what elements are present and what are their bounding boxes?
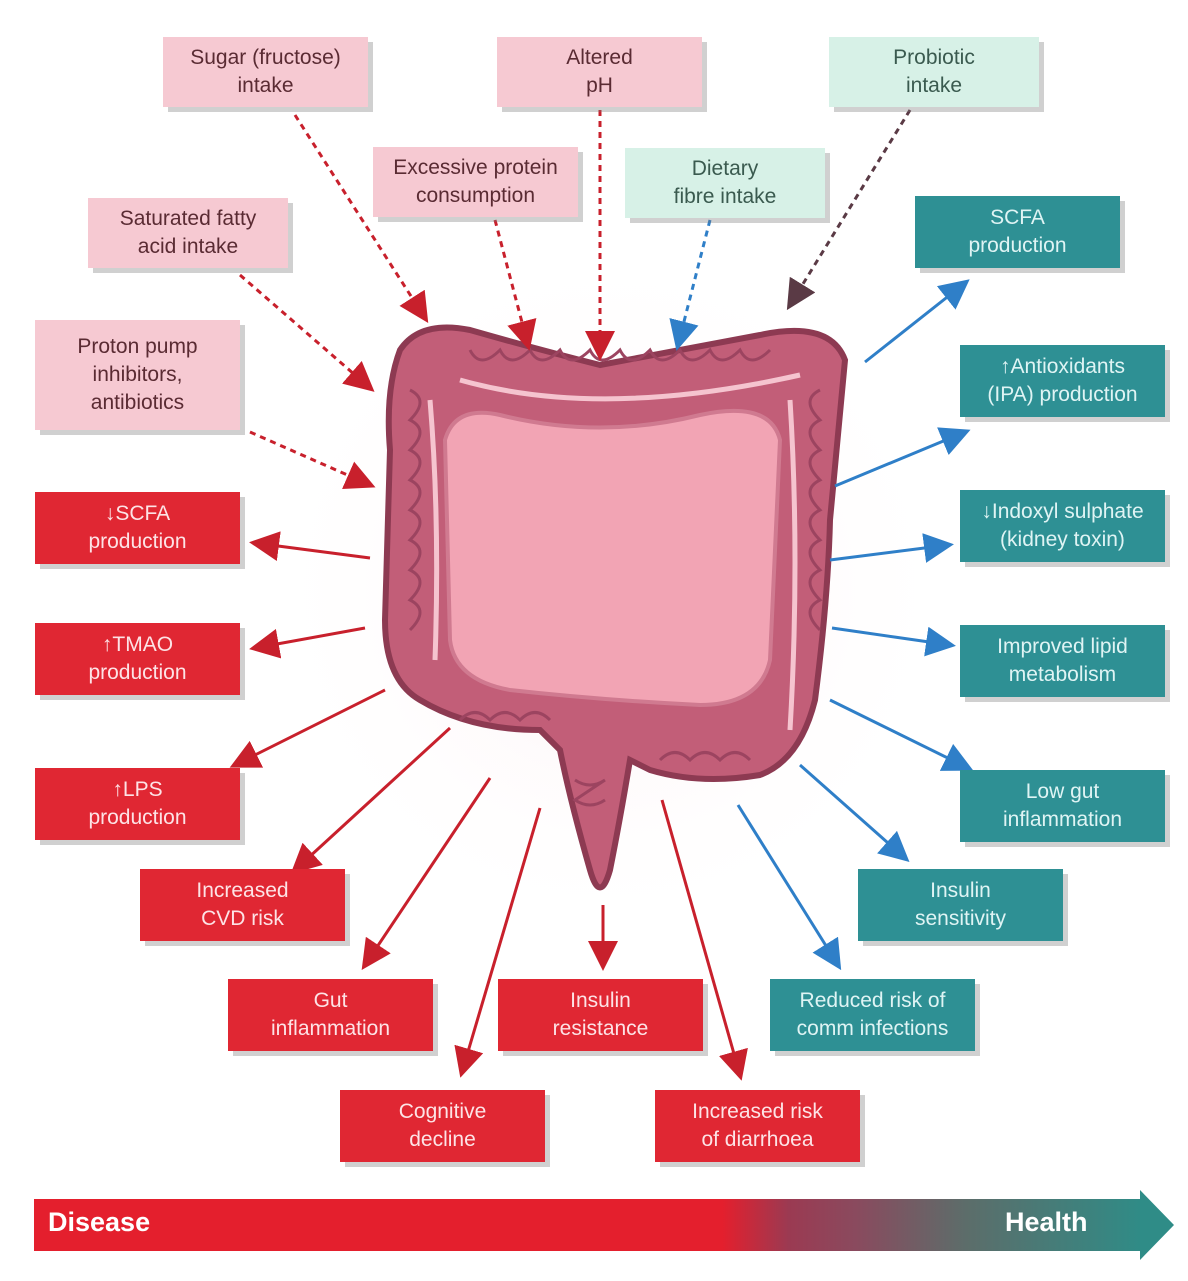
input-fibre: Dietary fibre intake (625, 148, 825, 218)
outcome-cvd: Increased CVD risk (140, 869, 345, 941)
arrow-to-low-gut (830, 700, 968, 768)
input-protein: Excessive protein consumption (373, 147, 578, 217)
arrow-to-cvd (295, 728, 450, 870)
arrow-to-ascfa (255, 543, 370, 558)
scale-label-health: Health (1005, 1207, 1088, 1238)
scale-arrow-head-icon (1140, 1190, 1174, 1260)
input-ppi: Proton pump inhibitors, antibiotics (35, 320, 240, 430)
arrow-to-lps (235, 690, 385, 765)
outcome-cognitive: Cognitive decline (340, 1090, 545, 1162)
input-sugar: Sugar (fructose) intake (163, 37, 368, 107)
disease-health-scale (34, 1199, 1144, 1251)
outcome-scfa: SCFA production (915, 196, 1120, 268)
arrow-fibre (678, 220, 710, 345)
outcome-infections: Reduced risk of comm infections (770, 979, 975, 1051)
input-probiotic: Probiotic intake (829, 37, 1039, 107)
scale-label-disease: Disease (48, 1207, 150, 1238)
arrow-protein (495, 220, 528, 345)
arrow-to-gut (365, 778, 490, 965)
outcome-tmao: ↑TMAO production (35, 623, 240, 695)
outcome-antioxidants: ↑Antioxidants (IPA) production (960, 345, 1165, 417)
outcome-diarrhoea: Increased risk of diarrhoea (655, 1090, 860, 1162)
input-saturated-fat: Saturated fatty acid intake (88, 198, 288, 268)
outcome-gut-inflammation: Gut inflammation (228, 979, 433, 1051)
arrow-ppi (250, 432, 370, 485)
outcome-indoxyl: ↓Indoxyl sulphate (kidney toxin) (960, 490, 1165, 562)
outcome-insulin-sensitivity: Insulin sensitivity (858, 869, 1063, 941)
arrow-to-infections (738, 805, 838, 965)
arrow-to-lipid (832, 628, 950, 645)
arrow-to-scfa (865, 283, 965, 362)
outcome-low-gut: Low gut inflammation (960, 770, 1165, 842)
arrow-to-insulin-sens (800, 765, 905, 858)
outcome-lps: ↑LPS production (35, 768, 240, 840)
arrow-to-tmao (255, 628, 365, 648)
arrow-to-indoxyl (830, 545, 948, 560)
arrow-to-antioxidants (835, 432, 965, 486)
arrow-fat (240, 275, 370, 388)
outcome-ascfa: ↓SCFA production (35, 492, 240, 564)
input-altered-ph: Altered pH (497, 37, 702, 107)
outcome-insulin-resistance: Insulin resistance (498, 979, 703, 1051)
outcome-lipid: Improved lipid metabolism (960, 625, 1165, 697)
